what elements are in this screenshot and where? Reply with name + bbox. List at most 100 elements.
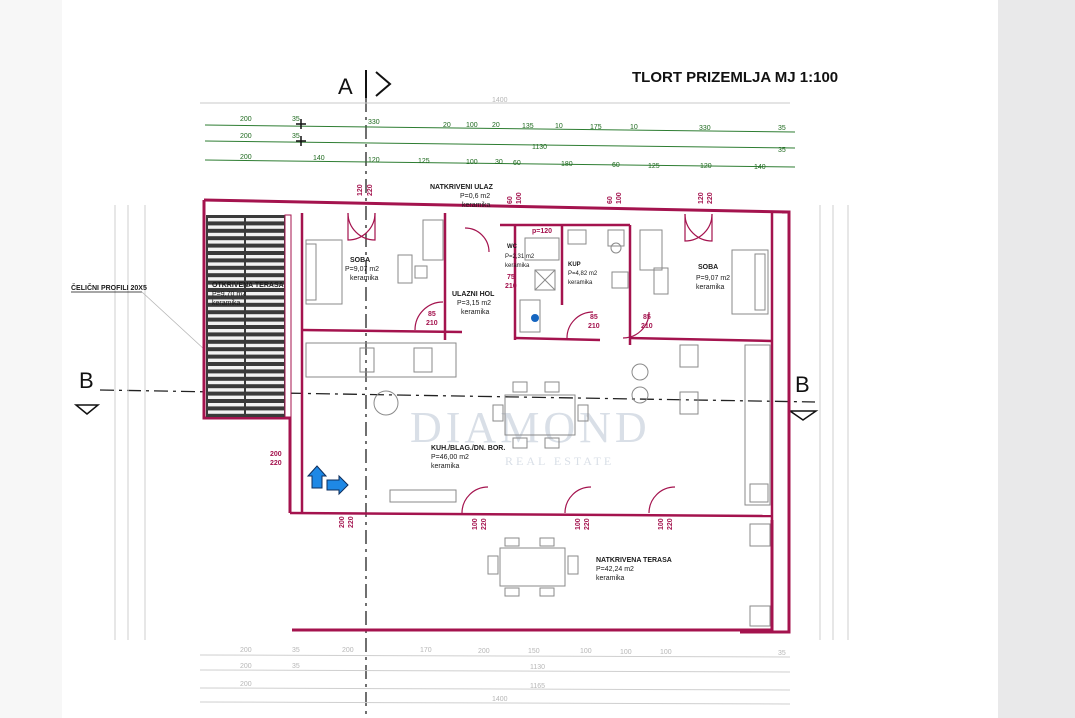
svg-text:60: 60 [513,160,521,167]
deck-slat [208,314,244,318]
svg-text:200: 200 [240,116,252,123]
deck-slat [246,351,284,355]
svg-text:P=2,31 m2: P=2,31 m2 [505,254,535,260]
watermark-subtitle: REAL ESTATE [505,454,614,468]
steel-profile-leader [141,291,206,351]
bottom-dimension-lines: 200 35 200 170 200 150 100 100 100 35 20… [199,647,791,705]
deck-slat [246,358,284,362]
deck-slat [246,262,284,266]
svg-text:P=46,00 m2: P=46,00 m2 [431,454,469,461]
svg-text:SOBA: SOBA [698,264,718,271]
svg-text:100: 100 [466,159,478,166]
svg-text:220: 220 [348,516,355,528]
deck-slat [246,292,284,296]
svg-text:135: 135 [522,123,534,130]
dim-cross-icon [296,119,306,129]
deck-slat [246,403,284,407]
svg-text:200: 200 [240,133,252,140]
svg-text:keramika: keramika [212,300,241,307]
deck-slat [246,247,284,251]
svg-text:220: 220 [481,518,488,530]
svg-text:30: 30 [495,159,503,166]
dim-top-row1: 200 35 330 20 100 20 135 10 175 10 330 3… [240,116,786,132]
deck-slat [208,306,244,311]
svg-text:150: 150 [528,648,540,655]
deck-slat [208,240,244,244]
deck-slat [246,366,284,370]
deck-slat [208,380,244,385]
svg-text:35: 35 [778,125,786,132]
deck-slat [246,336,284,340]
deck-slat [246,329,284,333]
svg-text:210: 210 [505,283,517,290]
svg-text:330: 330 [368,119,380,126]
svg-text:120: 120 [357,184,364,196]
svg-text:220: 220 [367,184,374,196]
room-label-otkrivena-terasa: OTKRIVENA TERASA P=9,70 m2 keramika [212,282,284,307]
deck-slat [208,388,244,392]
svg-text:35: 35 [292,663,300,670]
svg-text:35: 35 [778,147,786,154]
deck-slat [246,343,284,348]
deck-slat [246,232,284,237]
svg-text:SOBA: SOBA [350,257,370,264]
svg-text:220: 220 [270,460,282,467]
svg-text:P=3,15 m2: P=3,15 m2 [457,300,491,307]
deck-slat [208,336,244,340]
page-margin-right [998,0,1075,718]
deck-slat [246,284,284,288]
svg-text:35: 35 [292,133,300,140]
svg-text:keramika: keramika [462,202,491,209]
svg-text:ULAZNI HOL: ULAZNI HOL [452,291,495,298]
svg-text:100: 100 [616,192,623,204]
section-b-label-left: B [79,368,94,393]
deck-slat [246,306,284,311]
deck-slat [208,299,244,303]
room-label-kuhinja: KUH./BLAG./DN. BOR. P=46,00 m2 keramika [431,445,505,470]
svg-text:1130: 1130 [530,664,545,671]
svg-text:P=0,6 m2: P=0,6 m2 [460,193,490,200]
svg-text:P=42,24 m2: P=42,24 m2 [596,566,634,573]
deck-slat [208,343,244,348]
deck-slat [208,255,244,259]
svg-text:125: 125 [648,163,660,170]
deck-slat [208,284,244,288]
svg-text:35: 35 [292,116,300,123]
side-dimension-lines [114,205,849,640]
svg-text:75: 75 [507,274,515,281]
deck-slat [208,292,244,296]
svg-text:keramika: keramika [696,284,725,291]
svg-text:85: 85 [428,311,436,318]
deck-slat [246,225,284,229]
deck-slat [246,277,284,281]
deck-slat [246,299,284,303]
section-b-label-right: B [795,372,810,397]
svg-text:p=120: p=120 [532,228,552,235]
svg-text:120: 120 [700,163,712,170]
drain-icon [531,314,539,322]
svg-text:OTKRIVENA TERASA: OTKRIVENA TERASA [212,282,284,289]
svg-text:100: 100 [472,518,479,530]
plan-title: TLORT PRIZEMLJA MJ 1:100 [632,69,838,86]
svg-text:220: 220 [584,518,591,530]
room-label-wc: WC P=2,31 m2 keramika [505,244,535,269]
svg-text:200: 200 [240,647,252,654]
svg-text:140: 140 [754,164,766,171]
uncovered-terrace-deck [206,215,288,417]
svg-text:170: 170 [420,647,432,654]
svg-text:125: 125 [418,158,430,165]
svg-text:210: 210 [588,323,600,330]
deck-slat [246,395,284,399]
svg-text:210: 210 [426,320,438,327]
svg-text:20: 20 [443,122,451,129]
svg-text:100: 100 [575,518,582,530]
svg-text:keramika: keramika [350,275,379,282]
svg-text:100: 100 [660,649,672,656]
svg-text:keramika: keramika [461,309,490,316]
svg-text:200: 200 [240,681,252,688]
room-label-soba-left: SOBA P=9,07 m2 keramika [345,257,379,282]
svg-text:100: 100 [620,649,632,656]
deck-slat [208,247,244,251]
svg-text:85: 85 [590,314,598,321]
